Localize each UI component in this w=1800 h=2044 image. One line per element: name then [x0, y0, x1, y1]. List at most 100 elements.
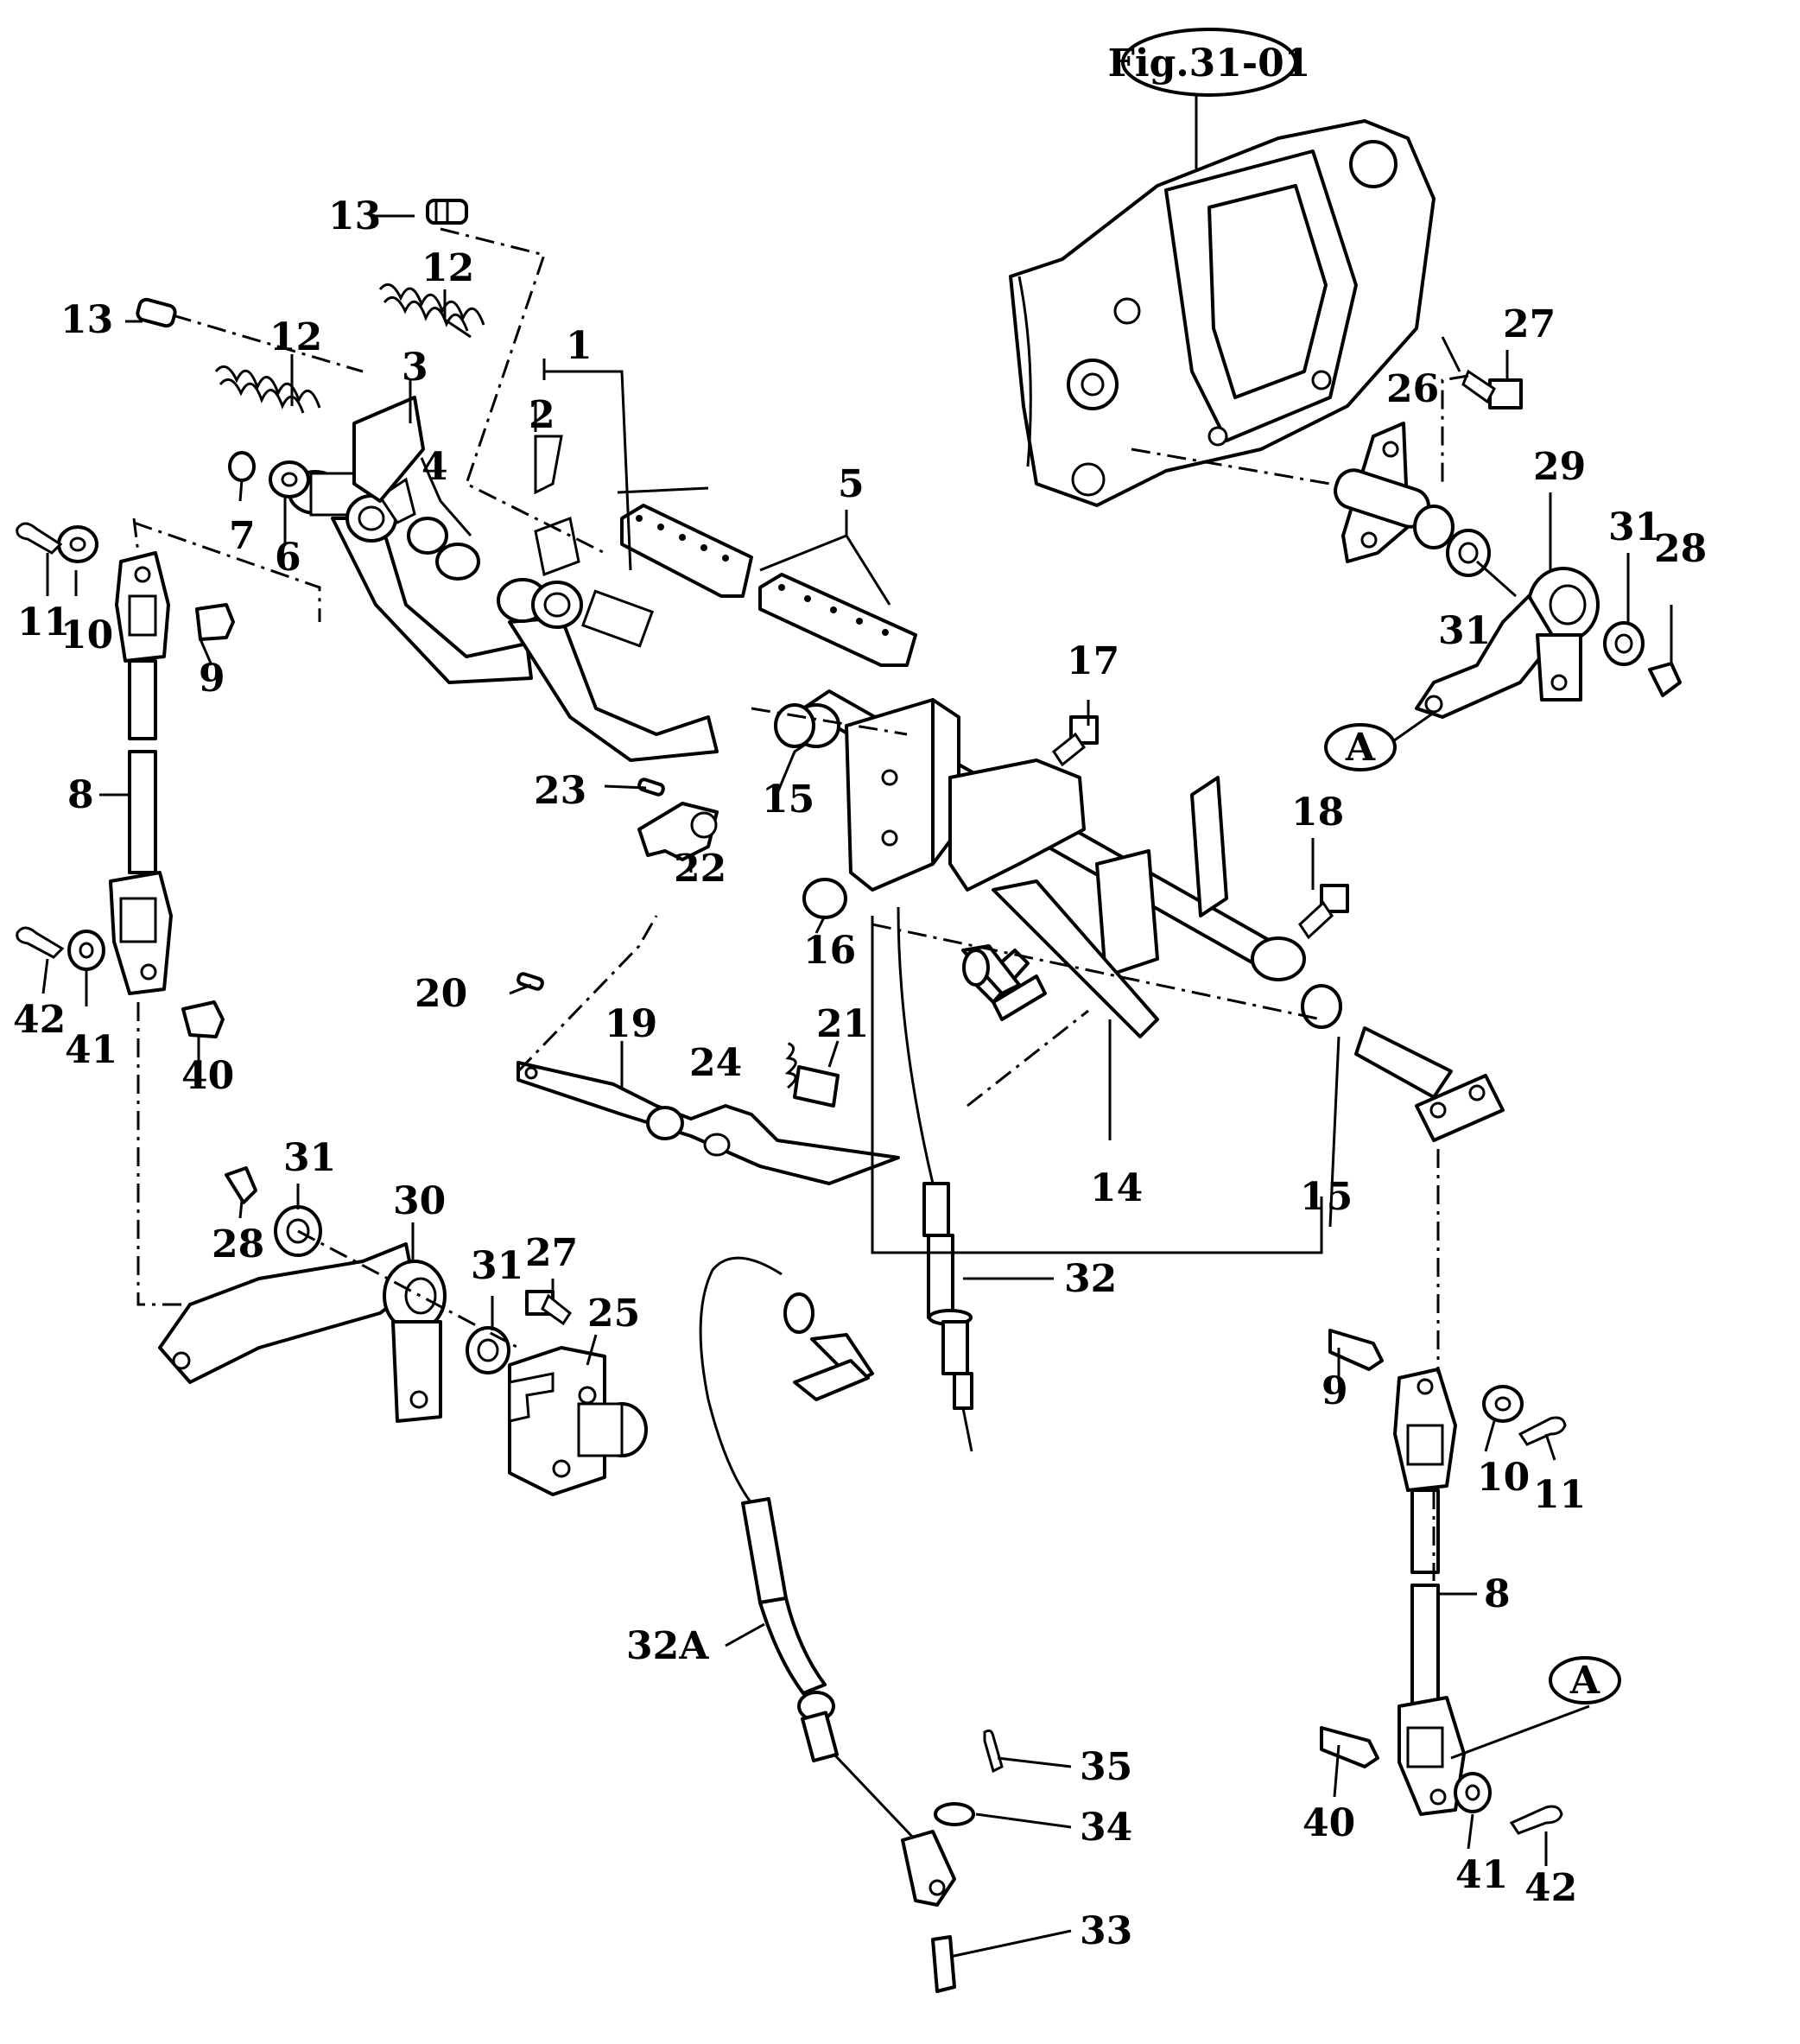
callout-31: 31 — [1438, 609, 1491, 653]
figure-reference-label: Fig.31-01 — [1108, 41, 1311, 86]
callout-1: 1 — [566, 324, 593, 368]
cotter-pin-35 — [983, 1729, 1004, 1774]
callout-32: 32 — [1064, 1257, 1117, 1301]
clevis-33 — [901, 1830, 956, 1907]
callout-12: 12 — [269, 315, 322, 359]
bolt-18 — [1298, 884, 1349, 940]
callout-27: 27 — [1503, 302, 1556, 346]
lever-22 — [637, 802, 719, 861]
callout-27: 27 — [525, 1231, 578, 1275]
callout-9: 9 — [1321, 1369, 1348, 1413]
cable-32A — [699, 1256, 917, 1842]
cross-shaft-assembly — [792, 689, 1306, 1038]
callout-41: 41 — [1455, 1853, 1508, 1897]
bush-15-upper — [774, 703, 815, 748]
callout-42: 42 — [13, 998, 66, 1042]
callout-14: 14 — [1090, 1166, 1143, 1210]
callout-31: 31 — [1608, 505, 1661, 549]
callout-20: 20 — [415, 972, 467, 1016]
block-21 — [793, 1065, 840, 1108]
cotter-pin-11-left — [16, 522, 63, 555]
callout-labels: 13 12 13 12 3 1 2 4 5 7 6 11 10 9 8 42 4… — [13, 194, 1707, 1953]
callout-3: 3 — [402, 346, 428, 390]
rod-8-upper-left — [128, 659, 157, 740]
callout-31: 31 — [283, 1136, 336, 1180]
callout-29: 29 — [1533, 445, 1586, 489]
view-ref-a-upper[interactable]: A — [1324, 723, 1397, 771]
callout-22: 22 — [674, 847, 726, 891]
callout-17: 17 — [1067, 639, 1119, 683]
bush-16 — [802, 878, 847, 919]
set-screw-13-top — [426, 199, 468, 225]
callout-11: 11 — [1533, 1473, 1586, 1517]
rod-end-10-lower-right — [1398, 1696, 1466, 1816]
leader-lines — [41, 214, 1673, 1958]
bracket-25 — [508, 1346, 648, 1496]
callout-18: 18 — [1291, 790, 1344, 835]
callout-7: 7 — [229, 514, 256, 558]
clevis-pin-9-left — [195, 603, 235, 641]
shaft-end-plate — [1354, 1026, 1505, 1142]
callout-42: 42 — [1524, 1866, 1577, 1910]
callout-25: 25 — [587, 1292, 640, 1336]
callout-8: 8 — [67, 773, 94, 817]
rod-end-10-upper-left — [115, 551, 170, 663]
view-ref-a-upper-label: A — [1345, 726, 1376, 770]
pin-23 — [637, 778, 665, 797]
callout-15: 15 — [762, 778, 814, 822]
callout-8: 8 — [1484, 1572, 1511, 1616]
bolt-27-lower — [525, 1290, 573, 1326]
set-screw-13-left — [136, 297, 177, 328]
view-ref-a-lower-label: A — [1569, 1659, 1600, 1703]
callout-31: 31 — [471, 1244, 523, 1288]
washer-34 — [934, 1802, 975, 1826]
callout-15: 15 — [1300, 1175, 1353, 1219]
callout-16: 16 — [803, 929, 856, 973]
pin-20 — [517, 972, 544, 991]
rod-assembly-19 — [517, 1061, 900, 1185]
clevis-pin-40-left — [181, 1000, 225, 1038]
spring-24 — [784, 1042, 797, 1089]
callout-40: 40 — [1302, 1801, 1355, 1845]
callout-28: 28 — [1654, 527, 1707, 571]
bush-15-lower — [1301, 984, 1342, 1029]
clevis-pin-9-right — [1328, 1329, 1384, 1371]
clevis-pin-40-right — [1320, 1726, 1379, 1768]
bolt-27-upper — [1461, 369, 1523, 409]
callout-10: 10 — [1477, 1456, 1530, 1500]
cotter-pin-11-right — [1518, 1416, 1567, 1446]
callout-19: 19 — [605, 1002, 657, 1046]
rod-end-10-lower-left — [109, 871, 173, 995]
view-ref-a-lower[interactable]: A — [1549, 1656, 1621, 1704]
cotter-pin-42-right — [1509, 1805, 1563, 1835]
callout-13: 13 — [60, 298, 113, 342]
callout-33: 33 — [1080, 1909, 1132, 1953]
callout-4: 4 — [421, 445, 448, 489]
rod-8-left — [128, 750, 157, 874]
callout-6: 6 — [275, 536, 301, 580]
callout-30: 30 — [393, 1179, 446, 1223]
transmission-housing — [1009, 119, 1436, 507]
snap-ring-7 — [228, 451, 256, 482]
rod-8-right — [1410, 1584, 1440, 1708]
cotter-pin-42-left — [16, 926, 65, 959]
callout-9: 9 — [199, 657, 225, 701]
callout-2: 2 — [529, 393, 555, 437]
pin-33 — [931, 1935, 956, 1993]
bolt-17 — [1051, 715, 1099, 767]
spring-12-right — [378, 282, 485, 332]
pedal-pad-right — [758, 573, 917, 667]
grease-fitting-28-left — [225, 1166, 257, 1204]
callout-34: 34 — [1080, 1806, 1132, 1850]
pedal-pad-left — [620, 504, 753, 598]
callout-41: 41 — [65, 1028, 117, 1072]
callout-11: 11 — [17, 600, 70, 644]
grease-fitting-28-right — [1648, 662, 1682, 697]
callout-12: 12 — [421, 246, 474, 290]
callout-35: 35 — [1080, 1745, 1132, 1789]
callout-5: 5 — [838, 462, 865, 506]
callout-13: 13 — [328, 194, 381, 238]
figure-reference[interactable]: Fig.31-01 — [1108, 28, 1311, 97]
